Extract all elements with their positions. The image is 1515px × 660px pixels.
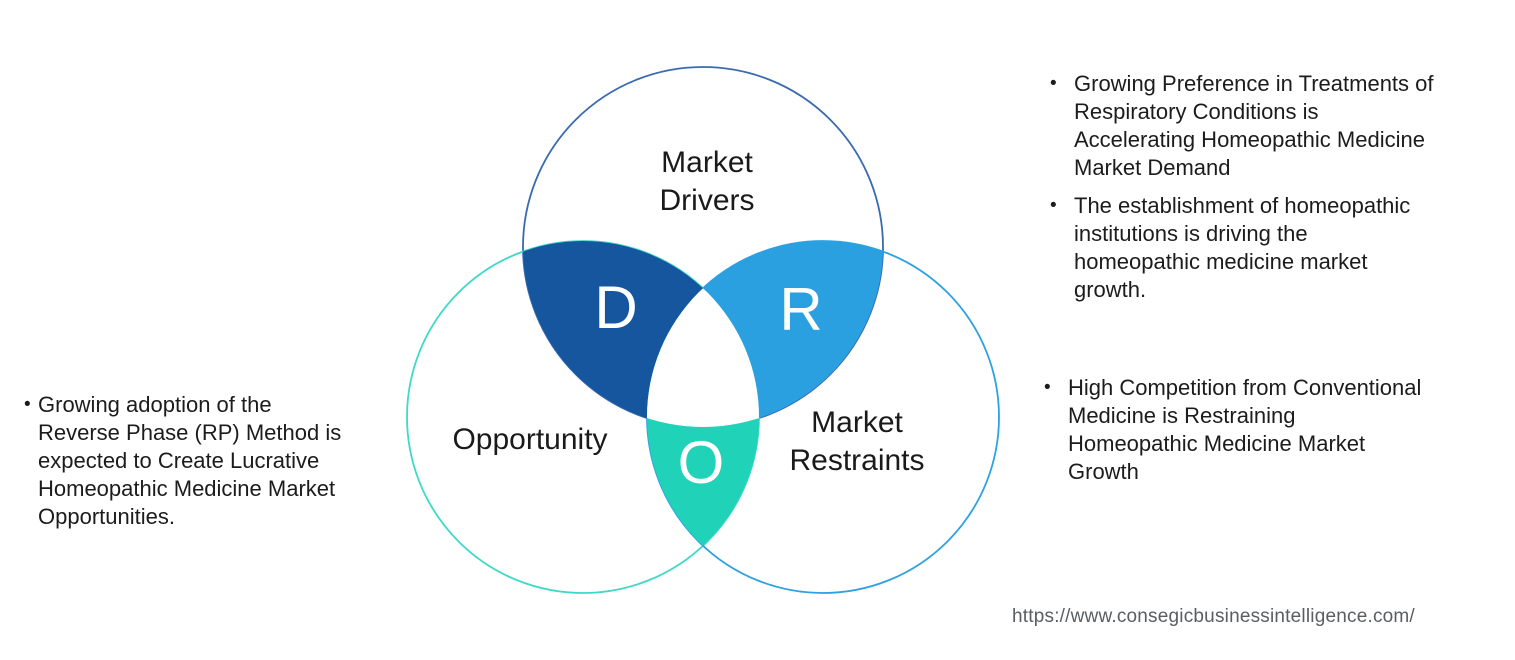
opportunity-note-text: Growing adoption of the Reverse Phase (R… — [38, 392, 342, 529]
driver-note-item: • The establishment of homeopathic insti… — [1050, 192, 1500, 304]
opportunity-notes-list: • Growing adoption of the Reverse Phase … — [24, 391, 389, 531]
opportunity-note-item: • Growing adoption of the Reverse Phase … — [24, 391, 389, 531]
bullet-icon: • — [24, 394, 31, 415]
driver-note-text: The establishment of homeopathic institu… — [1074, 193, 1411, 302]
restraint-note-item: • High Competition from Conventional Med… — [1044, 374, 1504, 486]
bullet-icon: • — [1050, 73, 1057, 94]
driver-note-text: Growing Preference in Treatments of Resp… — [1074, 71, 1434, 180]
triple-overlap-region — [647, 241, 759, 427]
restraint-note-text: High Competition from Conventional Medic… — [1068, 375, 1422, 484]
drivers-circle-label: Market Drivers — [659, 146, 755, 217]
drivers-letter: D — [594, 274, 638, 341]
bullet-icon: • — [1050, 195, 1057, 216]
bullet-icon: • — [1044, 377, 1051, 398]
restraints-notes-list: • High Competition from Conventional Med… — [1044, 374, 1504, 486]
restraints-circle-label: Market Restraints — [789, 406, 925, 477]
source-url: https://www.consegicbusinessintelligence… — [1012, 606, 1415, 627]
restraints-letter: R — [779, 276, 823, 343]
opportunity-circle-label: Opportunity — [452, 423, 608, 456]
driver-note-item: • Growing Preference in Treatments of Re… — [1050, 70, 1500, 182]
opportunity-letter: O — [677, 429, 725, 496]
drivers-notes-list: • Growing Preference in Treatments of Re… — [1050, 70, 1500, 304]
